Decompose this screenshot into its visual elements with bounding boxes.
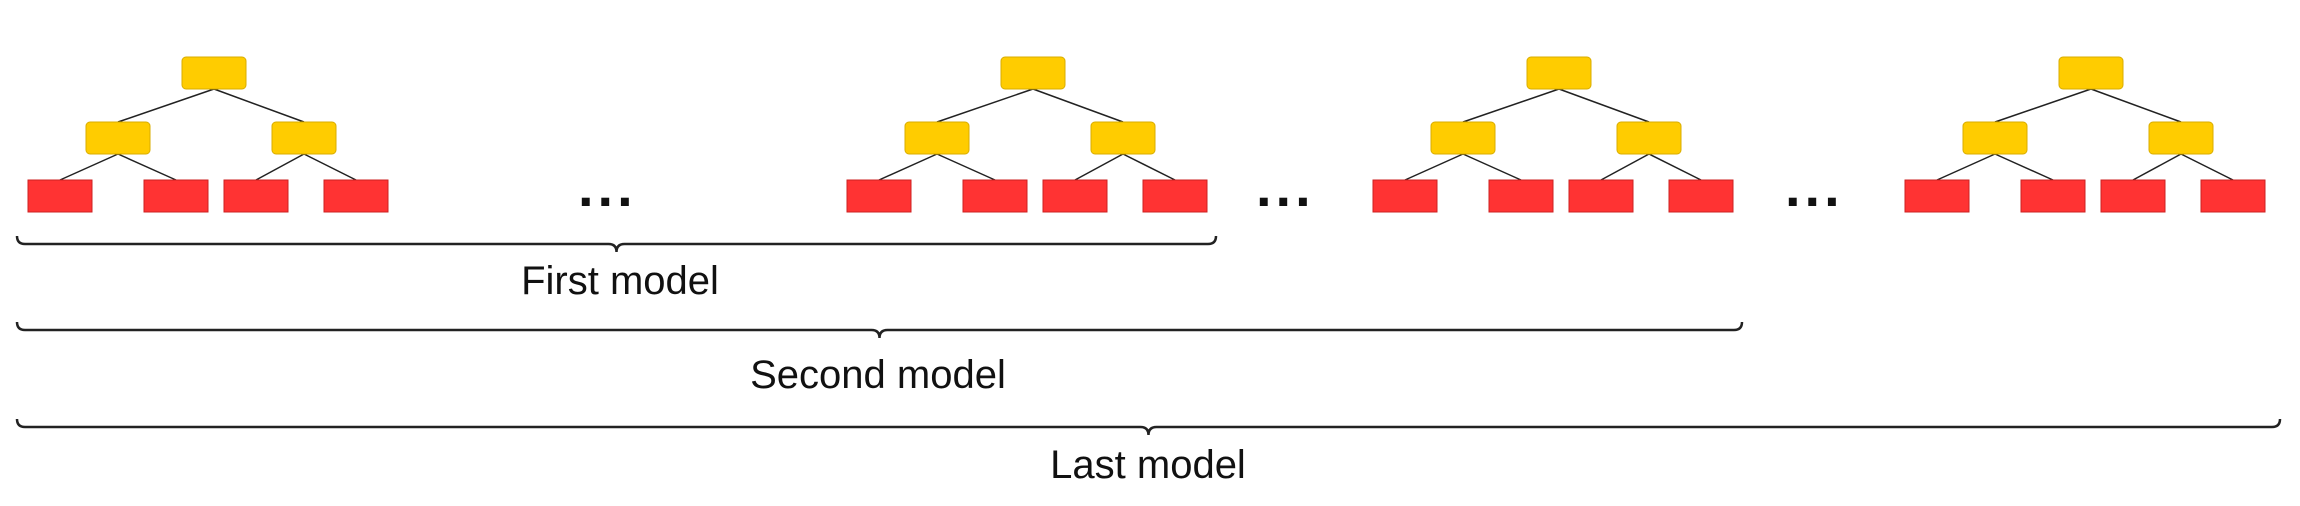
- decision-tree: [846, 56, 1208, 213]
- root-node: [2058, 56, 2124, 90]
- leaf-node: [27, 179, 93, 213]
- tree-edge: [878, 153, 938, 181]
- ellipsis-3: ...: [1785, 155, 1844, 218]
- tree-edge: [1994, 88, 2092, 123]
- leaf-node: [1042, 179, 1108, 213]
- internal-node: [1616, 121, 1682, 155]
- decision-tree: [27, 56, 389, 213]
- leaf-node: [323, 179, 389, 213]
- leaf-node: [2200, 179, 2266, 213]
- second-model-label: Second model: [750, 353, 1006, 397]
- leaf-node: [1142, 179, 1208, 213]
- internal-node: [904, 121, 970, 155]
- tree-edge: [213, 88, 305, 123]
- leaf-node: [962, 179, 1028, 213]
- last-model-bracket: [15, 418, 2282, 436]
- tree-edge: [2090, 88, 2182, 123]
- brackets-layer: [15, 235, 2282, 436]
- tree-edge: [1936, 153, 1996, 181]
- tree-edge: [1600, 153, 1650, 181]
- leaf-node: [1372, 179, 1438, 213]
- tree-edge: [1462, 153, 1522, 181]
- leaf-node: [1568, 179, 1634, 213]
- second-model-bracket: [15, 321, 1744, 339]
- tree-edge: [2132, 153, 2182, 181]
- internal-node: [271, 121, 337, 155]
- leaf-node: [2020, 179, 2086, 213]
- internal-node: [1962, 121, 2028, 155]
- ellipsis-2: ...: [1256, 155, 1315, 218]
- first-model-label: First model: [521, 259, 719, 303]
- tree-edge: [936, 88, 1034, 123]
- tree-edge: [1648, 153, 1702, 181]
- tree-edge: [2180, 153, 2234, 181]
- internal-node: [1090, 121, 1156, 155]
- tree-edge: [1558, 88, 1650, 123]
- tree-edge: [117, 88, 215, 123]
- internal-node: [2148, 121, 2214, 155]
- leaf-node: [1488, 179, 1554, 213]
- decision-tree: [1372, 56, 1734, 213]
- tree-edge: [255, 153, 305, 181]
- decision-tree: [1904, 56, 2266, 213]
- root-node: [1000, 56, 1066, 90]
- tree-edge: [1994, 153, 2054, 181]
- tree-edge: [1404, 153, 1464, 181]
- ellipsis-1: ...: [578, 155, 637, 218]
- leaf-node: [143, 179, 209, 213]
- tree-edge: [1074, 153, 1124, 181]
- leaf-node: [223, 179, 289, 213]
- tree-edge: [303, 153, 357, 181]
- tree-edge: [59, 153, 119, 181]
- internal-node: [1430, 121, 1496, 155]
- tree-edge: [1462, 88, 1560, 123]
- leaf-node: [1668, 179, 1734, 213]
- internal-node: [85, 121, 151, 155]
- tree-edge: [1032, 88, 1124, 123]
- first-model-bracket: [15, 235, 1218, 253]
- leaf-node: [2100, 179, 2166, 213]
- root-node: [181, 56, 247, 90]
- trees-layer: [27, 56, 2266, 213]
- tree-edge: [1122, 153, 1176, 181]
- root-node: [1526, 56, 1592, 90]
- last-model-label: Last model: [1050, 443, 1246, 487]
- leaf-node: [1904, 179, 1970, 213]
- tree-edge: [936, 153, 996, 181]
- leaf-node: [846, 179, 912, 213]
- tree-edge: [117, 153, 177, 181]
